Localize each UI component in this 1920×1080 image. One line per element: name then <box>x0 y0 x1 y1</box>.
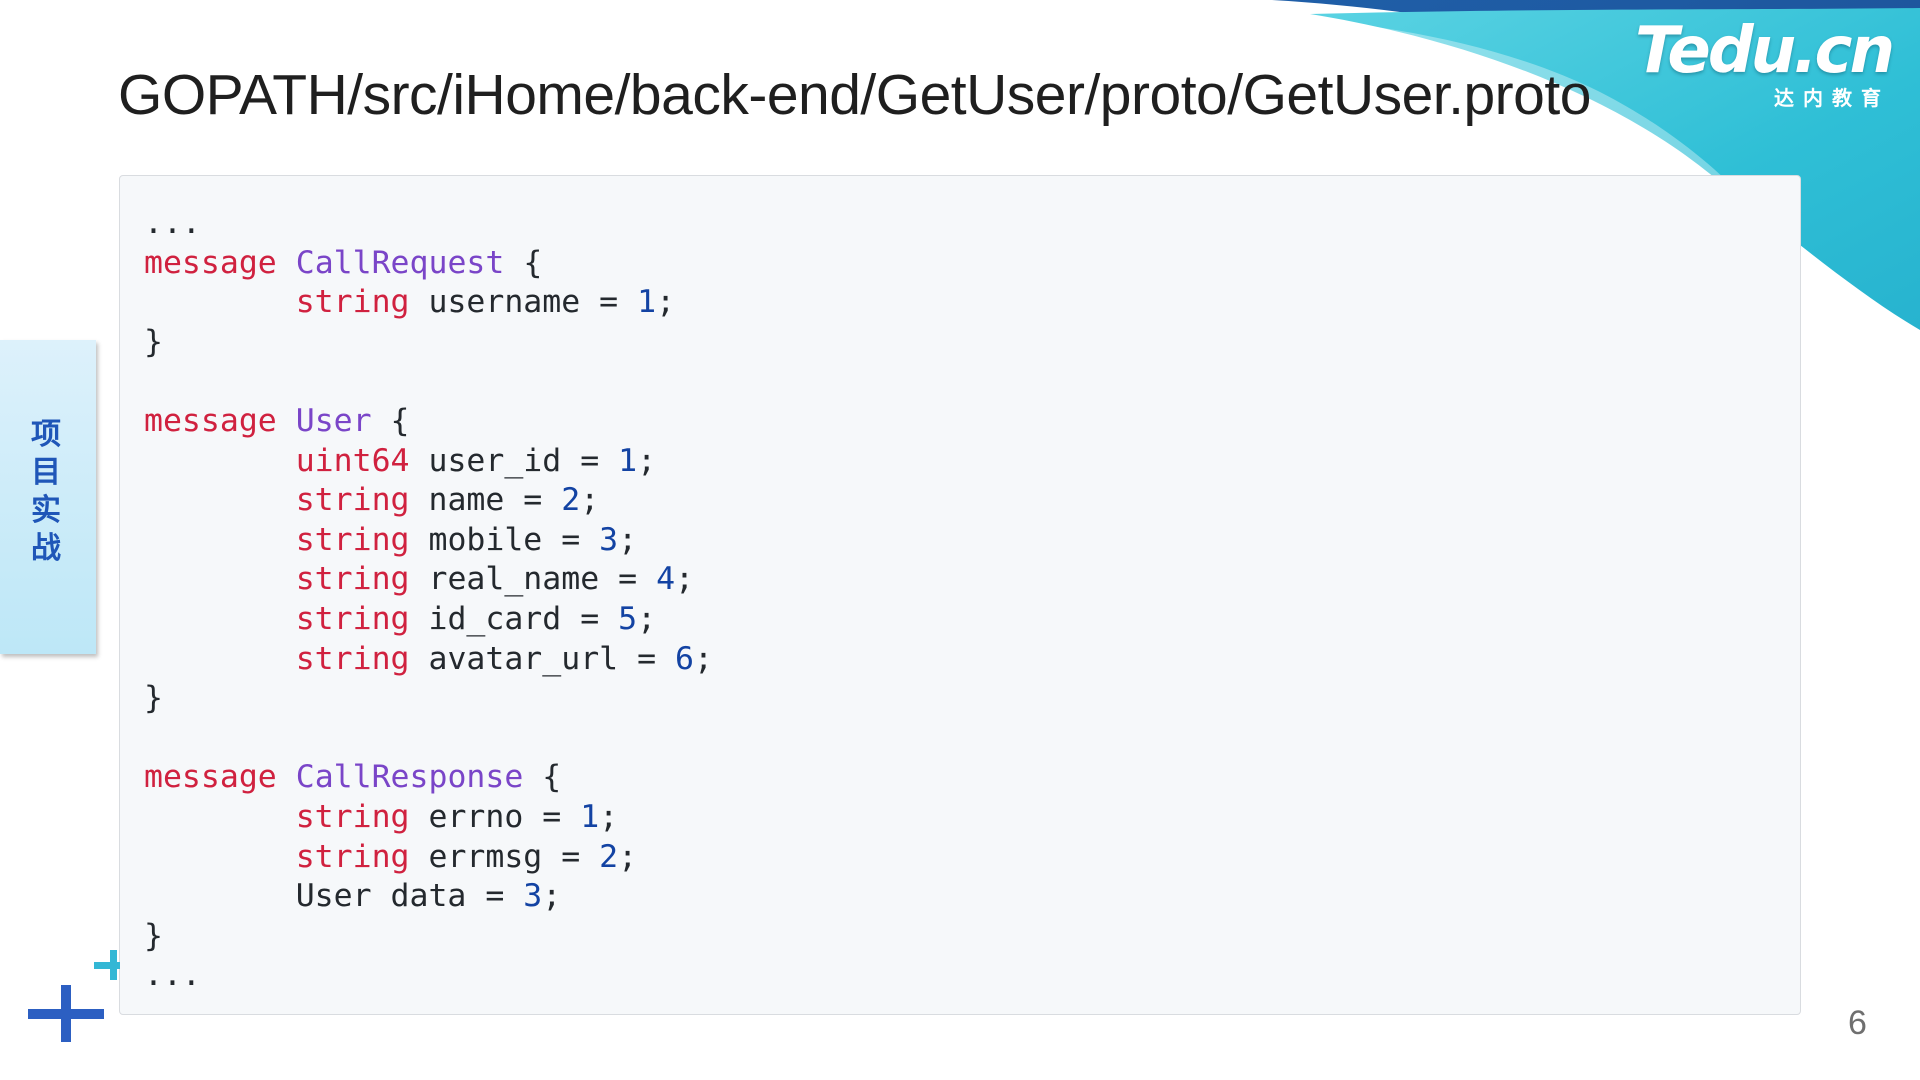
code-keyword: string <box>295 600 410 637</box>
code-line: ... <box>144 205 201 241</box>
code-text: username = <box>409 284 638 321</box>
code-text <box>144 284 296 320</box>
code-keyword: string <box>295 482 410 519</box>
code-keyword: string <box>295 521 410 558</box>
code-line: string username = 1; <box>144 284 675 320</box>
code-text <box>144 522 296 558</box>
code-text <box>144 839 296 875</box>
code-text: } <box>144 323 163 360</box>
code-text: name = <box>409 482 562 519</box>
code-text: errno = <box>409 798 581 835</box>
plus-small-decoration <box>94 950 120 980</box>
code-text: id_card = <box>409 600 619 637</box>
code-text <box>277 245 296 281</box>
code-text <box>144 443 296 479</box>
code-keyword: string <box>295 284 410 321</box>
code-number: 1 <box>637 284 657 321</box>
section-side-tab: 项目实战 <box>0 340 96 654</box>
code-line: string mobile = 3; <box>144 522 637 558</box>
code-line: User data = 3; <box>144 878 562 915</box>
code-text: ; <box>618 838 638 875</box>
code-text <box>144 482 296 518</box>
code-line: } <box>144 324 163 360</box>
code-text <box>144 799 296 835</box>
page-number: 6 <box>1848 1004 1867 1042</box>
code-text: ; <box>542 878 562 915</box>
code-text: ; <box>599 798 619 835</box>
code-line: string errno = 1; <box>144 799 618 835</box>
code-keyword: message <box>144 244 277 281</box>
code-text: { <box>523 759 562 796</box>
code-number: 3 <box>599 521 619 558</box>
code-text: ; <box>675 561 694 598</box>
code-type-name: CallResponse <box>295 759 524 796</box>
code-text: { <box>371 402 410 439</box>
code-number: 1 <box>618 442 638 479</box>
code-line: } <box>144 918 163 954</box>
code-text <box>277 403 296 439</box>
code-text <box>144 601 296 637</box>
code-type-name: CallRequest <box>295 244 505 281</box>
section-side-label: 项目实战 <box>31 417 61 566</box>
code-text <box>144 641 296 677</box>
code-text: avatar_url = <box>409 640 676 677</box>
slide-title: GOPATH/src/iHome/back-end/GetUser/proto/… <box>118 63 1591 127</box>
code-content: ... message CallRequest { string usernam… <box>144 204 713 996</box>
code-text: ; <box>656 284 676 321</box>
code-text: User data = <box>144 878 524 915</box>
tedu-logo: Tedu.cn 达内教育 <box>1635 14 1910 114</box>
code-number: 5 <box>618 600 638 637</box>
code-text: mobile = <box>409 521 600 558</box>
logo-subtitle: 达内教育 <box>1774 86 1890 110</box>
code-text: } <box>144 680 163 717</box>
code-line: string name = 2; <box>144 482 599 518</box>
code-block: ... message CallRequest { string usernam… <box>119 175 1801 1015</box>
code-text: ... <box>144 205 201 241</box>
code-line: message CallRequest { <box>144 245 542 281</box>
code-text: } <box>144 917 163 954</box>
code-keyword: message <box>144 402 277 439</box>
code-line: ... <box>144 957 201 993</box>
code-line: string real_name = 4; <box>144 561 694 597</box>
code-text: ; <box>694 640 713 677</box>
code-type-name: User <box>295 402 372 439</box>
code-text: ; <box>637 442 657 479</box>
code-line: message User { <box>144 403 410 439</box>
code-keyword: message <box>144 759 277 796</box>
code-line: string errmsg = 2; <box>144 839 637 875</box>
code-text: ... <box>144 957 201 994</box>
code-text: errmsg = <box>409 838 600 875</box>
code-keyword: string <box>295 838 410 875</box>
code-number: 4 <box>656 561 676 598</box>
code-number: 2 <box>599 838 619 875</box>
code-text: ; <box>618 521 638 558</box>
code-text: ; <box>637 600 657 637</box>
code-number: 3 <box>523 878 543 915</box>
code-line: } <box>144 680 163 716</box>
code-keyword: string <box>295 798 410 835</box>
code-keyword: uint64 <box>295 442 410 479</box>
code-text: user_id = <box>409 442 619 479</box>
code-line: string avatar_url = 6; <box>144 641 713 677</box>
code-keyword: string <box>295 561 410 598</box>
code-number: 1 <box>580 798 600 835</box>
code-text <box>277 759 296 795</box>
code-line: message CallResponse { <box>144 759 561 795</box>
code-text <box>144 561 296 597</box>
code-keyword: string <box>295 640 410 677</box>
plus-large-decoration <box>28 985 104 1042</box>
code-text: real_name = <box>409 561 657 598</box>
logo-wordmark: Tedu.cn <box>1635 14 1895 88</box>
code-line: uint64 user_id = 1; <box>144 443 656 479</box>
code-number: 6 <box>675 640 694 677</box>
code-text: { <box>504 244 543 281</box>
code-text: ; <box>580 482 600 519</box>
code-number: 2 <box>561 482 581 519</box>
code-line: string id_card = 5; <box>144 601 656 637</box>
